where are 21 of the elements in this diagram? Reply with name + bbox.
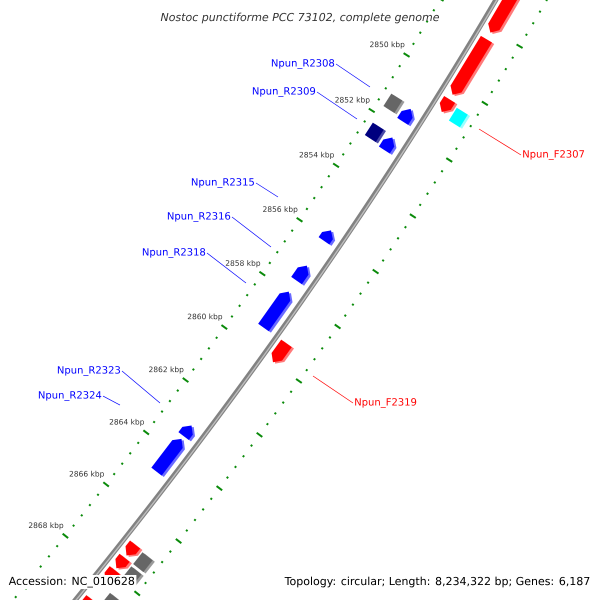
leader-line xyxy=(256,182,278,198)
gene-label: Npun_R2323 xyxy=(58,366,120,376)
gene-label: Npun_F2307 xyxy=(523,150,584,160)
accession-text: Accession: NC_010628 xyxy=(7,575,136,589)
leader-line xyxy=(478,128,522,156)
map-title: Nostoc punctiforme PCC 73102, complete genome xyxy=(160,12,439,24)
genome-info-text: Topology: circular; Length: 8,234,322 bp; Genes: 6,187 xyxy=(283,575,592,589)
leader-line xyxy=(122,370,160,404)
leader-line xyxy=(316,92,358,120)
gene-label: Npun_R2308 xyxy=(272,59,334,69)
leader-line xyxy=(102,396,120,406)
leader-line xyxy=(312,376,354,404)
leader-line xyxy=(206,252,246,284)
gene-label: Npun_R2309 xyxy=(252,87,316,97)
leader-line xyxy=(336,64,370,88)
leader-line xyxy=(232,216,272,248)
gene-label: Npun_R2324 xyxy=(38,391,102,401)
gene-label: Npun_R2315 xyxy=(192,178,254,188)
gene-label: Npun_R2316 xyxy=(168,212,230,222)
gene-label: Npun_F2319 xyxy=(355,398,416,408)
gene-label: Npun_R2318 xyxy=(142,248,206,258)
